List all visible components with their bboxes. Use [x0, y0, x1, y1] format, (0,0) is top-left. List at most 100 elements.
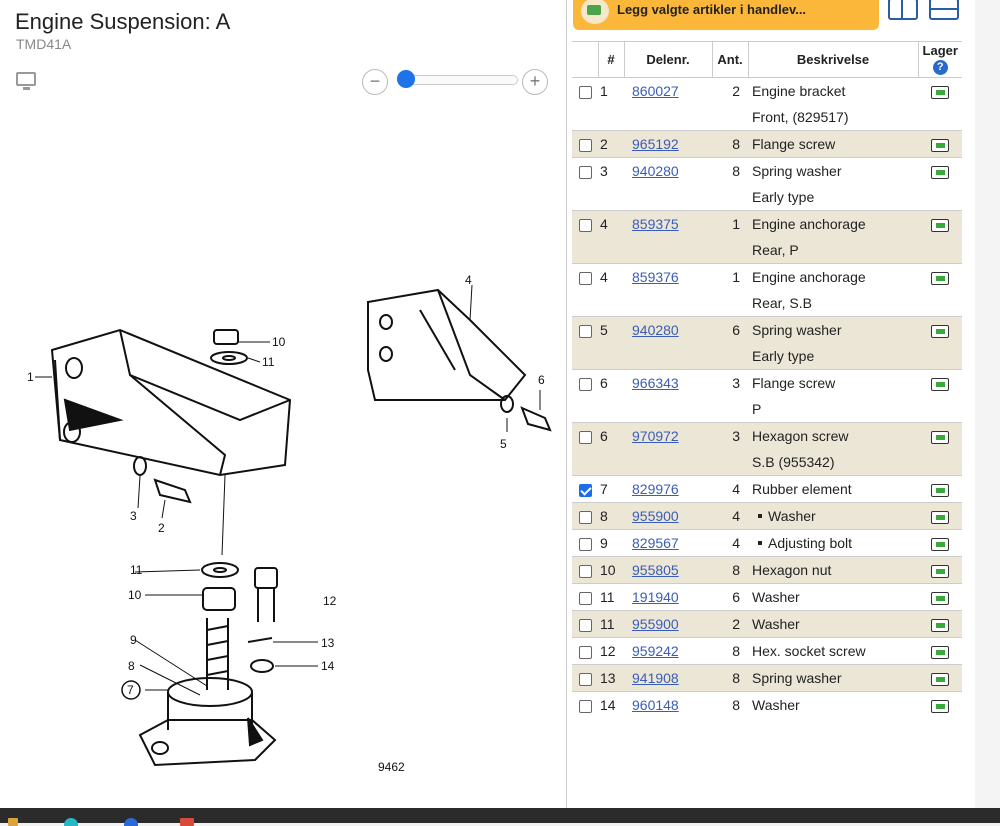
row-checkbox[interactable]	[578, 85, 592, 99]
monitor-icon[interactable]	[16, 72, 36, 90]
zoom-out-button[interactable]: −	[362, 69, 388, 95]
stock-icon[interactable]	[931, 672, 949, 686]
row-checkbox[interactable]	[578, 324, 592, 338]
callout-12: 12	[323, 594, 337, 608]
part-number-link[interactable]: 940280	[632, 322, 679, 338]
document-icon[interactable]	[180, 818, 194, 826]
part-number-link[interactable]: 859375	[632, 216, 679, 232]
part-number-link[interactable]: 191940	[632, 589, 679, 605]
folder-icon[interactable]	[8, 818, 18, 826]
part-number-link[interactable]: 829567	[632, 535, 679, 551]
stock-icon[interactable]	[931, 324, 949, 338]
stock-icon[interactable]	[931, 377, 949, 391]
row-checkbox[interactable]	[578, 699, 592, 713]
part-number-link[interactable]: 941908	[632, 670, 679, 686]
callout-2: 2	[158, 521, 165, 535]
help-icon[interactable]: ?	[932, 60, 948, 75]
stock-icon[interactable]	[931, 645, 949, 659]
diagram-reference: 9462	[378, 760, 405, 774]
row-checkbox[interactable]	[578, 430, 592, 444]
table-row-continuation: Rear, S.B	[572, 290, 962, 317]
part-number-link[interactable]: 955900	[632, 508, 679, 524]
table-row-continuation: P	[572, 396, 962, 423]
row-part-number-cell: 959242	[624, 637, 712, 665]
row-checkbox[interactable]	[578, 564, 592, 578]
row-description-cell: Flange screw	[748, 130, 918, 158]
part-number-link[interactable]: 860027	[632, 83, 679, 99]
row-checkbox[interactable]	[578, 165, 592, 179]
column-view-icon[interactable]	[888, 0, 918, 20]
row-checkbox[interactable]	[578, 618, 592, 632]
header-lager-label: Lager	[922, 43, 958, 58]
row-checkbox[interactable]	[578, 483, 592, 497]
stock-icon[interactable]	[931, 699, 949, 713]
row-checkbox[interactable]	[578, 672, 592, 686]
row-description-cell: Spring washer	[748, 664, 918, 692]
row-checkbox[interactable]	[578, 591, 592, 605]
row-checkbox[interactable]	[578, 377, 592, 391]
header-quantity[interactable]: Ant.	[711, 41, 748, 78]
row-index: 2	[598, 130, 624, 158]
row-part-number-cell: 860027	[624, 77, 712, 104]
row-checkbox[interactable]	[578, 271, 592, 285]
stock-icon[interactable]	[931, 138, 949, 152]
row-lager-cell	[918, 583, 962, 611]
table-row-continuation: S.B (955342)	[572, 449, 962, 476]
row-view-icon[interactable]	[929, 0, 959, 20]
app-icon[interactable]	[124, 818, 138, 826]
row-checkbox[interactable]	[578, 138, 592, 152]
stock-icon[interactable]	[931, 85, 949, 99]
row-checkbox-cell	[572, 263, 598, 290]
part-number-link[interactable]: 966343	[632, 375, 679, 391]
stock-icon[interactable]	[931, 271, 949, 285]
row-quantity: 4	[712, 475, 748, 503]
stock-icon[interactable]	[931, 430, 949, 444]
row-description: Engine bracket	[752, 83, 846, 99]
row-quantity: 4	[712, 529, 748, 557]
part-number-link[interactable]: 960148	[632, 697, 679, 713]
stock-icon[interactable]	[931, 591, 949, 605]
stock-icon[interactable]	[931, 537, 949, 551]
stock-icon[interactable]	[931, 618, 949, 632]
part-number-link[interactable]: 955900	[632, 616, 679, 632]
row-checkbox[interactable]	[578, 537, 592, 551]
add-to-cart-button[interactable]: Legg valgte artikler i handlev...	[573, 0, 879, 30]
row-lager-cell	[918, 502, 962, 530]
row-lager-cell	[918, 610, 962, 638]
stock-icon[interactable]	[931, 510, 949, 524]
zoom-slider[interactable]	[397, 70, 518, 88]
part-number-link[interactable]: 970972	[632, 428, 679, 444]
callout-4: 4	[465, 273, 472, 287]
header-description[interactable]: Beskrivelse	[747, 41, 918, 78]
row-index: 13	[598, 664, 624, 692]
stock-icon[interactable]	[931, 218, 949, 232]
stock-icon[interactable]	[931, 165, 949, 179]
row-quantity: 2	[712, 77, 748, 104]
browser-icon[interactable]	[64, 818, 78, 826]
row-index: 14	[598, 691, 624, 718]
stock-icon[interactable]	[931, 483, 949, 497]
row-lager-cell	[918, 422, 962, 449]
part-number-link[interactable]: 829976	[632, 481, 679, 497]
header-part-number[interactable]: Delenr.	[623, 41, 712, 78]
row-description-cell: Adjusting bolt	[748, 529, 918, 557]
part-number-link[interactable]: 955805	[632, 562, 679, 578]
callout-11-lower: 11	[130, 563, 143, 577]
scrollbar[interactable]	[975, 0, 1000, 808]
part-number-link[interactable]: 940280	[632, 163, 679, 179]
stock-icon[interactable]	[931, 564, 949, 578]
row-description-cell: Washer	[748, 691, 918, 718]
row-description-cell: Spring washer	[748, 316, 918, 343]
part-number-link[interactable]: 859376	[632, 269, 679, 285]
row-checkbox[interactable]	[578, 218, 592, 232]
row-quantity: 3	[712, 369, 748, 396]
row-checkbox[interactable]	[578, 510, 592, 524]
zoom-slider-knob[interactable]	[397, 70, 415, 88]
part-number-link[interactable]: 959242	[632, 643, 679, 659]
part-number-link[interactable]: 965192	[632, 136, 679, 152]
zoom-in-button[interactable]: +	[522, 69, 548, 95]
row-checkbox[interactable]	[578, 645, 592, 659]
